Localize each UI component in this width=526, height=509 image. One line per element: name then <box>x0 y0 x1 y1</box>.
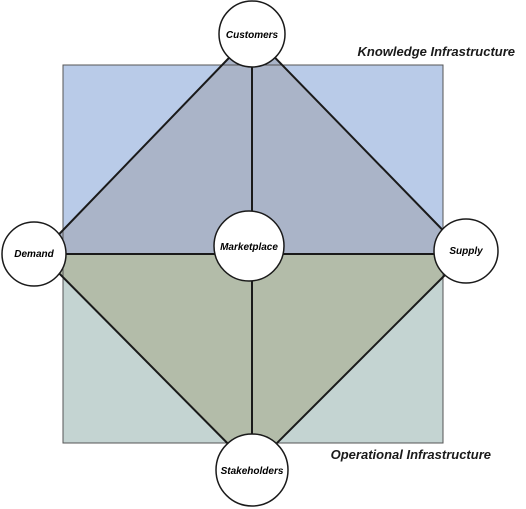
node-demand-label: Demand <box>14 249 54 260</box>
node-customers: Customers <box>218 0 286 68</box>
knowledge-infrastructure-label: Knowledge Infrastructure <box>358 44 515 59</box>
node-stakeholders: Stakeholders <box>215 433 289 507</box>
node-marketplace-label: Marketplace <box>220 242 278 253</box>
node-demand-circle <box>1 221 67 287</box>
node-demand: Demand <box>1 221 67 287</box>
node-supply-circle <box>433 218 499 284</box>
node-marketplace-circle <box>213 210 285 282</box>
node-customers-circle <box>218 0 286 68</box>
line-customers-supply <box>251 33 467 255</box>
node-stakeholders-circle <box>215 433 289 507</box>
line-demand-stakeholders <box>39 253 253 469</box>
line-supply-stakeholders <box>251 253 467 469</box>
operational-infrastructure-label: Operational Infrastructure <box>331 447 491 462</box>
node-supply: Supply <box>433 218 499 284</box>
node-stakeholders-label: Stakeholders <box>221 466 284 477</box>
node-supply-label: Supply <box>449 246 483 257</box>
node-marketplace: Marketplace <box>213 210 285 282</box>
node-customers-label: Customers <box>226 30 279 41</box>
line-customers-demand <box>39 33 253 255</box>
